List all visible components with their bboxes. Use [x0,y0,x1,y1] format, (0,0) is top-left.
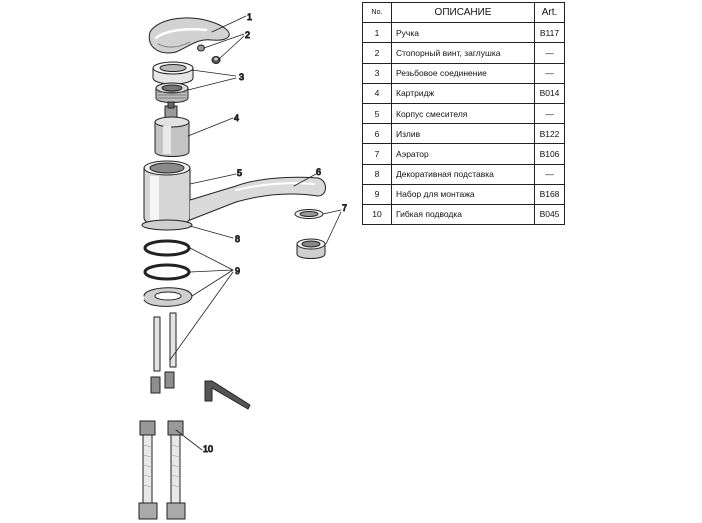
cell-art: B117 [534,22,565,44]
cell-art: B014 [534,82,565,104]
part-screw-plugs [197,44,221,64]
cell-art: — [534,42,565,64]
header-description: ОПИСАНИЕ [391,1,535,24]
cell-description: Резьбовое соединение [391,62,535,84]
cell-art: — [534,102,565,125]
table-row: 4 Картридж B014 [362,82,565,104]
cell-no: 10 [362,203,392,226]
callout-2: 2 [245,30,250,40]
cell-description: Аэратор [391,143,535,165]
parts-table: No. ОПИСАНИЕ Art. 1 Ручка B117 2 Стопорн… [362,1,565,226]
cell-no: 3 [362,62,392,84]
cell-no: 5 [362,102,392,125]
cell-no: 6 [362,123,392,145]
cell-no: 8 [362,163,392,185]
table-row: 2 Стопорный винт, заглушка — [362,42,565,64]
cell-art: B122 [534,123,565,145]
callout-10: 10 [203,444,213,454]
table-row: 10 Гибкая подводка B045 [362,203,565,226]
cell-description: Стопорный винт, заглушка [391,42,535,64]
part-flexible-hoses [138,420,186,520]
cell-no: 7 [362,143,392,165]
part-aerator [294,209,326,259]
callout-9: 9 [235,266,240,276]
cell-description: Излив [391,123,535,145]
cell-art: B045 [534,203,565,226]
table-header-row: No. ОПИСАНИЕ Art. [362,1,565,24]
table-row: 8 Декоративная подставка — [362,163,565,185]
cell-no: 1 [362,22,392,44]
header-no: No. [362,1,392,24]
table-row: 1 Ручка B117 [362,22,565,44]
part-threaded-connection [152,61,194,103]
callout-1: 1 [247,12,252,22]
callout-3: 3 [239,72,244,82]
part-base-rings [143,239,193,307]
cell-description: Гибкая подводка [391,203,535,226]
cell-description: Корпус смесителя [391,102,535,125]
callout-4: 4 [234,113,239,123]
cell-art: B106 [534,143,565,165]
cell-no: 2 [362,42,392,64]
cell-art: — [534,62,565,84]
cell-no: 4 [362,82,392,104]
callout-7: 7 [342,203,347,213]
table-row: 3 Резьбовое соединение — [362,62,565,84]
cell-description: Картридж [391,82,535,104]
cell-no: 9 [362,183,392,205]
callout-8: 8 [235,234,240,244]
table-row: 9 Набор для монтажа B168 [362,183,565,205]
table-row: 5 Корпус смесителя — [362,102,565,125]
cell-art: — [534,163,565,185]
table-row: 6 Излив B122 [362,123,565,145]
callout-6: 6 [316,167,321,177]
table-row: 7 Аэратор B106 [362,143,565,165]
part-mounting-kit [150,312,251,410]
part-mixer-body-and-spout [141,160,326,231]
part-handle [148,17,230,54]
cell-art: B168 [534,183,565,205]
cell-description: Декоративная подставка [391,163,535,185]
cell-description: Набор для монтажа [391,183,535,205]
cell-description: Ручка [391,22,535,44]
callout-5: 5 [237,168,242,178]
leader-lines [169,15,342,451]
part-cartridge [154,101,190,157]
header-art: Art. [534,1,565,24]
